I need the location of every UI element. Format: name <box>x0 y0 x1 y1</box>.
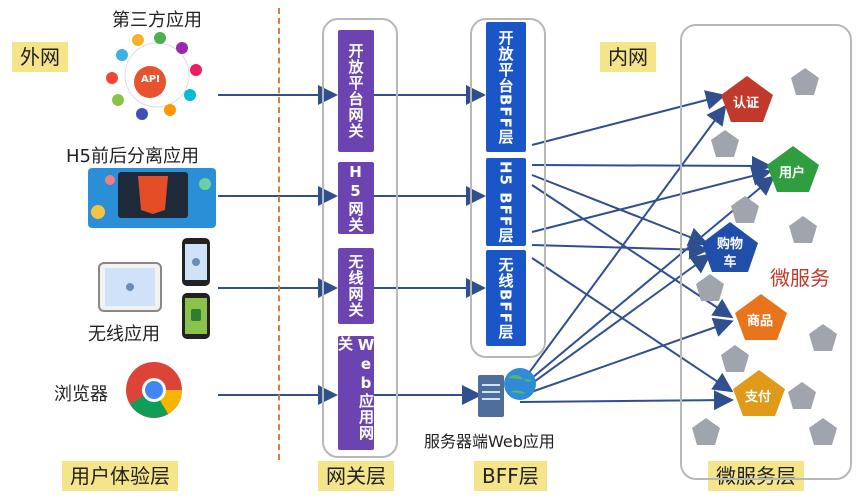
client-to-gateway-arrows <box>218 85 338 405</box>
h5-gateway: H5网关 <box>338 162 374 234</box>
placeholder-services <box>692 68 837 445</box>
user-service-shape <box>767 146 819 192</box>
third-party-app-label: 第三方应用 <box>112 10 202 31</box>
chrome-icon <box>126 362 182 418</box>
cart-service-shape <box>702 222 758 272</box>
android-phone-icon <box>182 293 210 339</box>
bff-layer-tag: BFF层 <box>474 461 547 491</box>
cart-service-label: 购物车 <box>716 237 743 270</box>
server-icon <box>478 375 504 417</box>
microservice-layer-frame <box>680 24 852 480</box>
gateway-layer-frame <box>322 18 398 458</box>
microservice-layer-tag: 微服务层 <box>708 461 804 491</box>
network-divider <box>278 8 280 460</box>
outer-network-tag: 外网 <box>12 42 68 72</box>
iphone-icon <box>182 238 210 286</box>
tablet-icon <box>98 262 162 312</box>
payment-service-shape <box>733 370 785 416</box>
wireless-gateway: 无线网关 <box>338 248 374 324</box>
payment-service-label: 支付 <box>745 390 772 405</box>
third-party-app-icon <box>106 32 202 120</box>
auth-service-label: 认证 <box>733 96 760 111</box>
open-platform-gateway: 开放平台网关 <box>338 30 374 152</box>
h5-app-icon <box>88 168 216 228</box>
browser-label: 浏览器 <box>54 384 108 405</box>
open-platform-bff: 开放平台BFF层 <box>486 22 526 152</box>
h5-app-label: H5前后分离应用 <box>66 146 199 167</box>
h5-bff: H5 BFF层 <box>486 158 526 246</box>
ux-layer-tag: 用户体验层 <box>62 461 178 491</box>
gateway-to-bff-arrows <box>374 85 486 405</box>
wireless-app-label: 无线应用 <box>88 324 160 345</box>
product-service-shape <box>735 294 787 340</box>
web-app-gateway: Web应用网关 <box>336 336 375 450</box>
service-pentagons <box>702 76 819 416</box>
api-icon-text: API <box>141 74 160 85</box>
inner-network-tag: 内网 <box>600 42 656 72</box>
user-service-label: 用户 <box>779 166 806 181</box>
auth-service-shape <box>721 76 773 122</box>
globe-icon <box>504 368 536 400</box>
bff-to-service-arrows <box>519 90 776 411</box>
microservices-label: 微服务 <box>770 266 830 290</box>
gateway-layer-tag: 网关层 <box>318 461 394 491</box>
product-service-label: 商品 <box>747 314 774 329</box>
server-web-app-label: 服务器端Web应用 <box>424 432 555 451</box>
bff-layer-frame <box>470 18 546 358</box>
wireless-bff: 无线BFF层 <box>486 250 526 346</box>
